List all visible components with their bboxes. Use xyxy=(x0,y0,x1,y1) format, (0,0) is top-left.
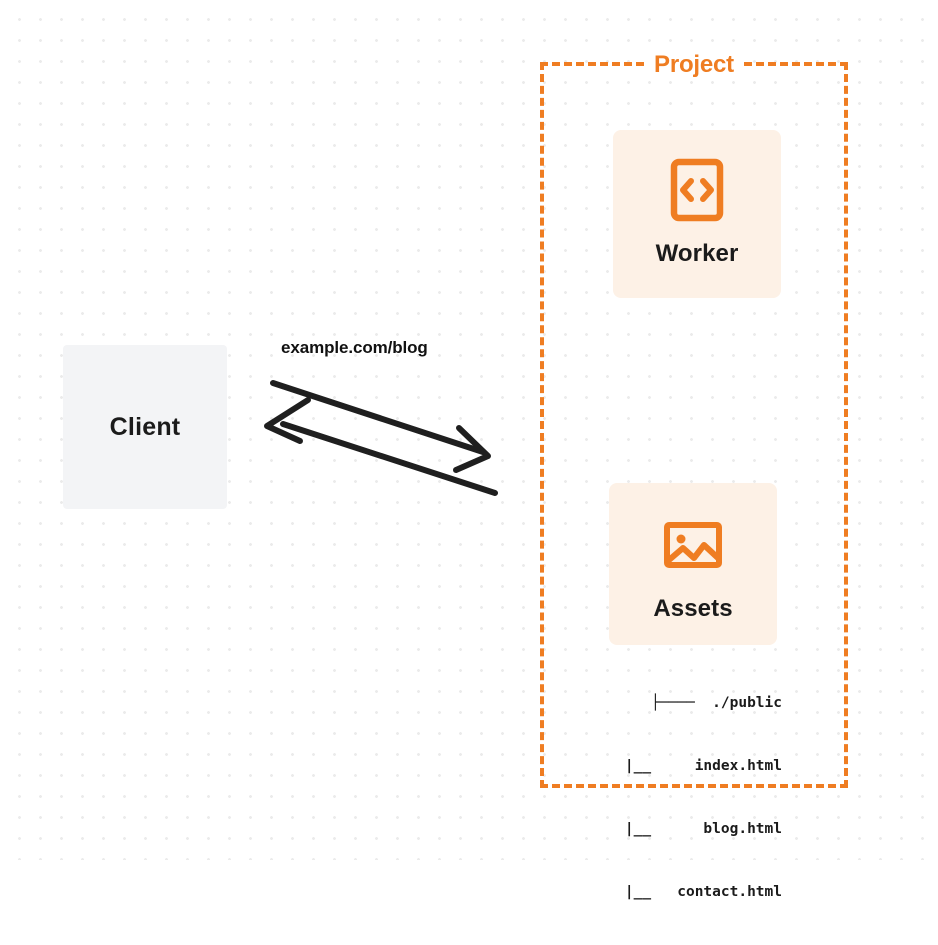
worker-node[interactable]: Worker xyxy=(613,130,781,298)
assets-file-tree: ├──── ./public |__ index.html |__ blog.h… xyxy=(560,651,782,945)
image-icon xyxy=(664,522,722,568)
client-node-label: Client xyxy=(109,412,181,441)
client-node[interactable]: Client xyxy=(63,345,227,509)
diagram-canvas: Client example.com/blog Project Worker xyxy=(0,0,938,900)
project-container: Project xyxy=(540,51,848,788)
code-document-icon xyxy=(670,158,724,222)
assets-node-label: Assets xyxy=(653,595,733,622)
project-title: Project xyxy=(647,51,741,79)
arrow-right-request xyxy=(270,380,491,473)
file-tree-line: |__ blog.html xyxy=(624,821,782,837)
arrow-left-response xyxy=(264,397,498,496)
file-tree-line: ├──── ./public xyxy=(651,695,782,711)
request-url-label: example.com/blog xyxy=(281,338,428,357)
file-tree-line: |__ index.html xyxy=(624,758,782,774)
file-tree-line: |__ contact.html xyxy=(624,884,782,900)
worker-node-label: Worker xyxy=(655,240,739,267)
assets-node[interactable]: Assets xyxy=(609,483,777,645)
